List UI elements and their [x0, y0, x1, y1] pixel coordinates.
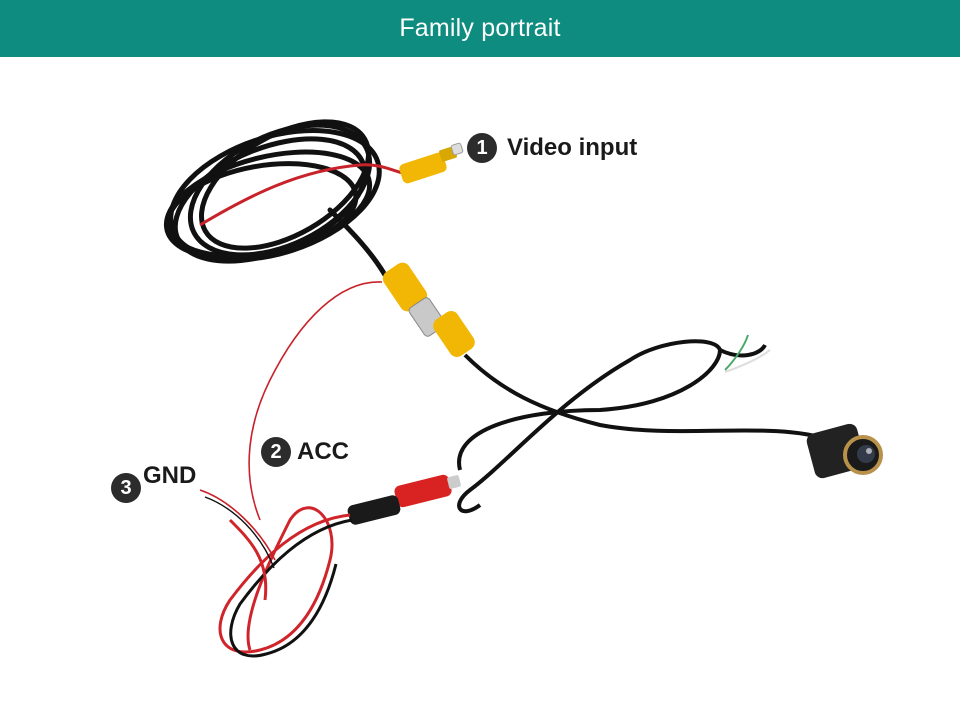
callout-label: Video input	[507, 134, 638, 161]
yellow-rca-coupler	[382, 262, 475, 357]
acc-red-wire	[248, 281, 383, 521]
callout-number-badge: 1	[467, 133, 497, 163]
callout-number-badge: 2	[261, 437, 291, 467]
callout-video-input: 1 Video input	[467, 133, 637, 163]
callout-gnd: 3 GND	[111, 459, 196, 503]
product-photo	[0, 57, 960, 718]
trigger-wire-green	[724, 334, 749, 371]
gnd-wire	[199, 489, 276, 561]
coiled-extension-cable	[163, 119, 388, 278]
trigger-wire-white	[724, 349, 771, 373]
camera-loop-cable	[457, 339, 723, 514]
callout-acc: 2 ACC	[261, 437, 349, 467]
video-input-rca-plug	[399, 142, 464, 184]
callout-label: GND	[143, 462, 197, 489]
camera-video-cable	[463, 353, 831, 442]
page-header: Family portrait	[0, 0, 960, 57]
callout-number-badge: 3	[111, 473, 141, 503]
power-rca-plug	[347, 474, 461, 525]
power-wire-coil	[218, 506, 353, 658]
camera-head	[806, 423, 883, 479]
coil-red-wire	[199, 163, 411, 227]
page-title: Family portrait	[399, 14, 561, 42]
callout-label: ACC	[297, 438, 349, 465]
camera-kit-illustration	[163, 119, 883, 658]
